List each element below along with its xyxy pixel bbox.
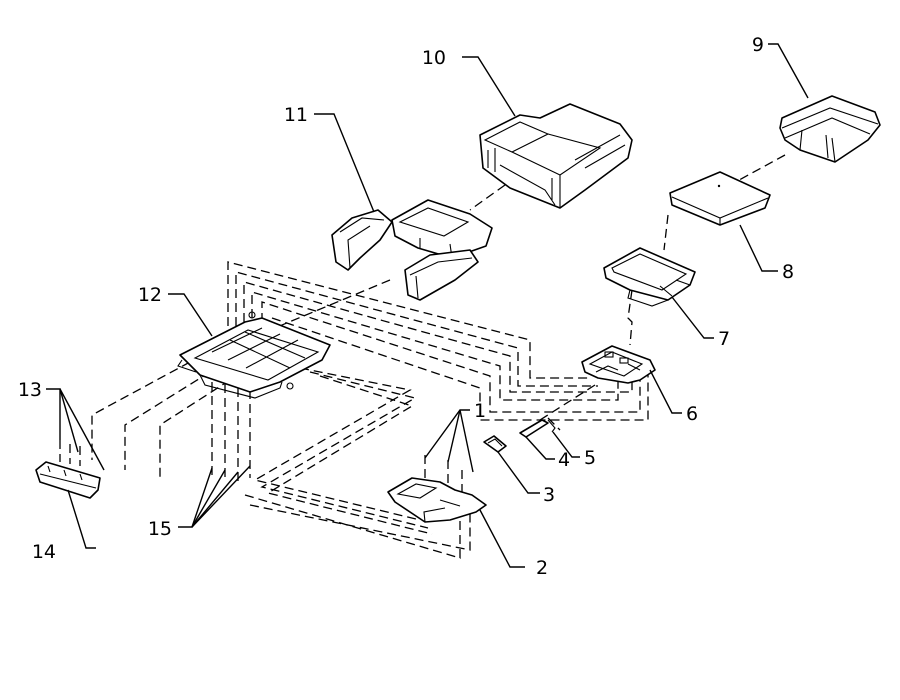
callout-9: 9 bbox=[752, 34, 764, 56]
assembly-dash-lines bbox=[59, 154, 786, 559]
callout-12: 12 bbox=[138, 284, 162, 306]
callout-5: 5 bbox=[584, 447, 596, 469]
callout-8: 8 bbox=[782, 261, 794, 283]
part-12-seat-track bbox=[177, 311, 331, 399]
part-4-rod bbox=[519, 419, 549, 438]
callout-3: 3 bbox=[543, 484, 555, 506]
leader-lines bbox=[46, 43, 809, 568]
callout-7: 7 bbox=[718, 328, 730, 350]
callout-labels: 10 9 11 12 13 14 15 1 2 3 4 5 6 7 8 bbox=[18, 34, 794, 579]
callout-6: 6 bbox=[686, 403, 698, 425]
callout-4: 4 bbox=[558, 449, 570, 471]
callout-15: 15 bbox=[148, 518, 172, 540]
part-14-side-trim bbox=[35, 461, 101, 499]
part-10-back-shell bbox=[479, 103, 633, 209]
callout-11: 11 bbox=[284, 104, 308, 126]
part-5-clip bbox=[547, 419, 556, 433]
part-11-bolster-frame bbox=[331, 199, 493, 301]
callout-1: 1 bbox=[474, 400, 486, 422]
part-9-seat-cushion bbox=[779, 95, 881, 163]
part-2-bracket bbox=[387, 477, 487, 523]
part-7-seat-pan bbox=[603, 247, 696, 307]
part-3-cap bbox=[483, 435, 507, 453]
callout-14: 14 bbox=[32, 541, 56, 563]
part-6-mechanism bbox=[581, 345, 656, 384]
callout-13: 13 bbox=[18, 379, 42, 401]
callout-10: 10 bbox=[422, 47, 446, 69]
callout-2: 2 bbox=[536, 557, 548, 579]
part-8-foam-pad bbox=[669, 171, 771, 226]
